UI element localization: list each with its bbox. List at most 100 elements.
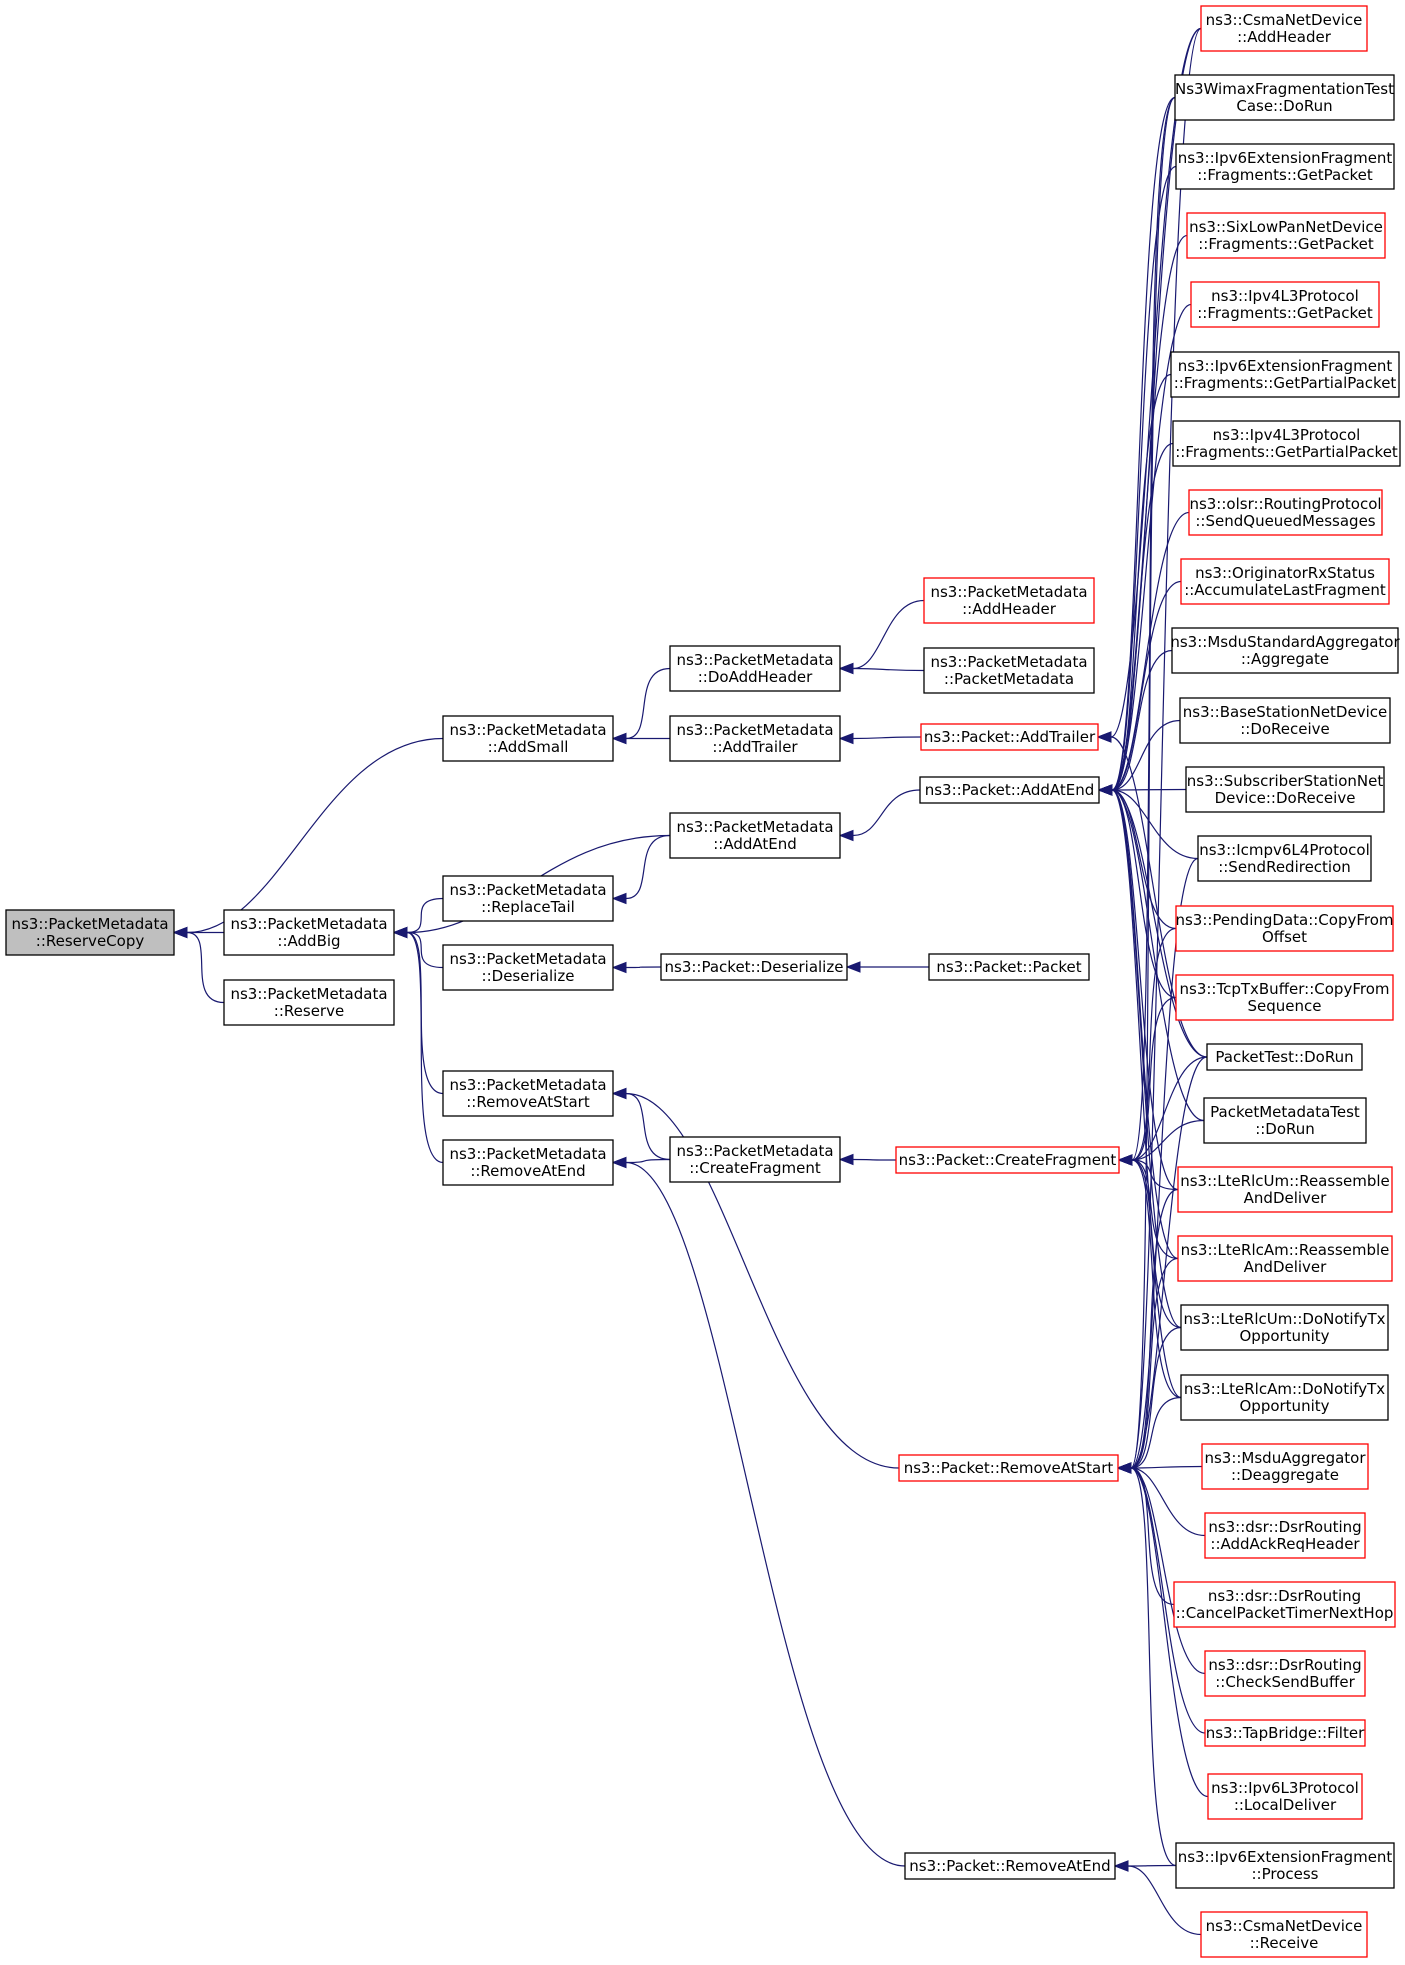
node-box [1206, 1043, 1363, 1071]
node-ns3-tapbridge-filter[interactable]: ns3::TapBridge::Filter [1204, 1719, 1366, 1747]
node-box [223, 909, 395, 956]
node-label-line: ns3::Packet::AddTrailer [924, 728, 1096, 746]
node-label-line: ::Fragments::GetPacket [1198, 235, 1374, 253]
node-label-line: ns3::Ipv6ExtensionFragment [1178, 1848, 1393, 1866]
node-ns3-ipv6extensionfragment-fragments-getpartialpacket[interactable]: ns3::Ipv6ExtensionFragment::Fragments::G… [1170, 351, 1400, 398]
node-label-line: ns3::MsduAggregator [1204, 1449, 1366, 1467]
node-box [442, 944, 614, 991]
node-ns3-packetmetadata-addbig[interactable]: ns3::PacketMetadata::AddBig [223, 909, 395, 956]
node-ns3-csmanetdevice-receive[interactable]: ns3::CsmaNetDevice::Receive [1200, 1911, 1368, 1958]
node-label-line: ns3::SixLowPanNetDevice [1189, 218, 1383, 236]
node-ns3-basestationnetdevice-doreceive[interactable]: ns3::BaseStationNetDevice::DoReceive [1179, 697, 1391, 744]
node-ns3-subscriberstationnet-device-doreceive[interactable]: ns3::SubscriberStationNetDevice::DoRecei… [1185, 766, 1385, 813]
node-ns3-msdustandardaggregator-aggregate[interactable]: ns3::MsduStandardAggregator::Aggregate [1170, 627, 1400, 674]
node-label-line: ns3::Ipv6ExtensionFragment [1178, 149, 1393, 167]
node-label-line: ::Fragments::GetPacket [1197, 166, 1373, 184]
node-ns3-ipv6extensionfragment-fragments-getpacket[interactable]: ns3::Ipv6ExtensionFragment::Fragments::G… [1175, 143, 1395, 190]
node-label-line: ::Fragments::GetPacket [1197, 304, 1373, 322]
node-ns3-packet-packet[interactable]: ns3::Packet::Packet [928, 953, 1090, 981]
node-box [1171, 627, 1399, 674]
node-ns3-sixlowpannetdevice-fragments-getpacket[interactable]: ns3::SixLowPanNetDevice::Fragments::GetP… [1186, 212, 1386, 259]
node-ns3-packetmetadata-addtrailer[interactable]: ns3::PacketMetadata::AddTrailer [669, 715, 841, 762]
node-ns3-packet-addtrailer[interactable]: ns3::Packet::AddTrailer [920, 723, 1099, 751]
node-ns3-packetmetadata-doaddheader[interactable]: ns3::PacketMetadata::DoAddHeader [669, 645, 841, 692]
node-ns3-packetmetadata-reservecopy[interactable]: ns3::PacketMetadata::ReserveCopy [5, 909, 175, 956]
node-ns3-packetmetadata-createfragment[interactable]: ns3::PacketMetadata::CreateFragment [669, 1136, 841, 1183]
node-label-line: ns3::dsr::DsrRouting [1208, 1518, 1361, 1536]
node-label-line: ns3::SubscriberStationNet [1187, 772, 1384, 790]
node-box [1186, 212, 1386, 259]
node-label-line: ns3::LteRlcAm::Reassemble [1181, 1241, 1390, 1259]
edge-n9-to-n3 [611, 732, 671, 745]
node-label-line: ::LocalDeliver [1234, 1796, 1337, 1814]
node-label-line: Offset [1262, 928, 1307, 946]
node-label-line: ns3::Packet::CreateFragment [899, 1151, 1117, 1169]
node-ns3-packetmetadata-removeatstart[interactable]: ns3::PacketMetadata::RemoveAtStart [442, 1070, 614, 1117]
node-ns3-packetmetadata-addsmall[interactable]: ns3::PacketMetadata::AddSmall [442, 715, 614, 762]
node-ns3-ipv4l3protocol-fragments-getpacket[interactable]: ns3::Ipv4L3Protocol::Fragments::GetPacke… [1190, 281, 1380, 328]
node-ns3-ipv6extensionfragment-process[interactable]: ns3::Ipv6ExtensionFragment::Process [1175, 1842, 1395, 1889]
edge-n3-to-n0 [172, 737, 444, 939]
node-ns3-packetmetadata-replacetail[interactable]: ns3::PacketMetadata::ReplaceTail [442, 875, 614, 922]
node-label-line: ns3::CsmaNetDevice [1206, 11, 1363, 29]
node-ns3-packet-deserialize[interactable]: ns3::Packet::Deserialize [660, 953, 848, 981]
node-box [1175, 974, 1394, 1021]
node-label-line: PacketTest::DoRun [1215, 1048, 1353, 1066]
node-ns3-dsr-dsrrouting-checksendbuffer[interactable]: ns3::dsr::DsrRouting::CheckSendBuffer [1204, 1650, 1366, 1697]
node-ns3-dsr-dsrrouting-cancelpackettimernexthop[interactable]: ns3::dsr::DsrRouting::CancelPacketTimerN… [1173, 1581, 1396, 1628]
node-ns3-packet-removeatend[interactable]: ns3::Packet::RemoveAtEnd [904, 1852, 1116, 1880]
node-label-line: ns3::PacketMetadata [449, 1076, 606, 1094]
node-label-line: ns3::PacketMetadata [676, 1142, 833, 1160]
node-box [1179, 697, 1391, 744]
node-box [669, 1136, 841, 1183]
node-ns3-packetmetadata-deserialize[interactable]: ns3::PacketMetadata::Deserialize [442, 944, 614, 991]
node-label-line: ns3::Ipv4L3Protocol [1213, 426, 1361, 444]
edge-n7-to-n1 [392, 926, 444, 1164]
node-ns3-ipv6l3protocol-localdeliver[interactable]: ns3::Ipv6L3Protocol::LocalDeliver [1207, 1773, 1363, 1820]
node-ns3-packetmetadata-addheader[interactable]: ns3::PacketMetadata::AddHeader [923, 577, 1095, 624]
node-ns3-packet-createfragment[interactable]: ns3::Packet::CreateFragment [895, 1146, 1120, 1174]
edge-r28-to-n20 [1113, 1860, 1202, 1936]
node-label-line: ::Fragments::GetPartialPacket [1175, 443, 1398, 461]
edge-r26-to-n19 [1116, 1462, 1209, 1798]
node-ns3-ipv4l3protocol-fragments-getpartialpacket[interactable]: ns3::Ipv4L3Protocol::Fragments::GetParti… [1172, 420, 1401, 467]
node-label-line: ns3::Packet::RemoveAtStart [904, 1459, 1114, 1477]
node-ns3-packet-addatend[interactable]: ns3::Packet::AddAtEnd [919, 776, 1100, 804]
node-label-line: ns3::Packet::Deserialize [665, 958, 844, 976]
node-ns3-msduaggregator-deaggregate[interactable]: ns3::MsduAggregator::Deaggregate [1201, 1443, 1369, 1490]
edge-n19-to-n6 [611, 1087, 900, 1469]
node-ns3-packetmetadata-reserve[interactable]: ns3::PacketMetadata::Reserve [223, 979, 395, 1026]
edge-n11-to-n5 [611, 961, 662, 974]
node-label-line: ::DoRun [1255, 1120, 1315, 1138]
node-label-line: ::CancelPacketTimerNextHop [1176, 1604, 1394, 1622]
node-label-line: ns3::PacketMetadata [930, 583, 1087, 601]
node-ns3-originatorrxstatus-accumulatelastfragment[interactable]: ns3::OriginatorRxStatus::AccumulateLastF… [1180, 558, 1390, 605]
node-label-line: ns3::Ipv6ExtensionFragment [1178, 357, 1393, 375]
node-ns3-csmanetdevice-addheader[interactable]: ns3::CsmaNetDevice::AddHeader [1200, 5, 1368, 52]
node-label-line: ns3::Packet::AddAtEnd [925, 781, 1095, 799]
node-ns3-olsr-routingprotocol-sendqueuedmessages[interactable]: ns3::olsr::RoutingProtocol::SendQueuedMe… [1188, 489, 1383, 536]
node-label-line: ::RemoveAtEnd [470, 1162, 585, 1180]
node-packettest-dorun[interactable]: PacketTest::DoRun [1206, 1043, 1363, 1071]
node-label-line: ::Receive [1250, 1934, 1319, 1952]
node-box [442, 875, 614, 922]
node-label-line: AndDeliver [1244, 1258, 1328, 1276]
node-ns3-icmpv6l4protocol-sendredirection[interactable]: ns3::Icmpv6L4Protocol::SendRedirection [1197, 835, 1372, 882]
node-ns3-packetmetadata-removeatend[interactable]: ns3::PacketMetadata::RemoveAtEnd [442, 1139, 614, 1186]
node-ns3-dsr-dsrrouting-addackreqheader[interactable]: ns3::dsr::DsrRouting::AddAckReqHeader [1204, 1512, 1366, 1559]
node-box [1175, 143, 1395, 190]
node-packetmetadatatest-dorun[interactable]: PacketMetadataTest::DoRun [1203, 1097, 1367, 1144]
node-ns3-packetmetadata-packetmetadata[interactable]: ns3::PacketMetadata::PacketMetadata [923, 647, 1095, 694]
node-label-line: ns3::TapBridge::Filter [1206, 1724, 1365, 1742]
node-label-line: ns3::Ipv6L3Protocol [1211, 1779, 1359, 1797]
node-box [1204, 1719, 1366, 1747]
node-ns3-packet-removeatstart[interactable]: ns3::Packet::RemoveAtStart [898, 1454, 1119, 1482]
node-ns3-packetmetadata-addatend[interactable]: ns3::PacketMetadata::AddAtEnd [669, 812, 841, 859]
